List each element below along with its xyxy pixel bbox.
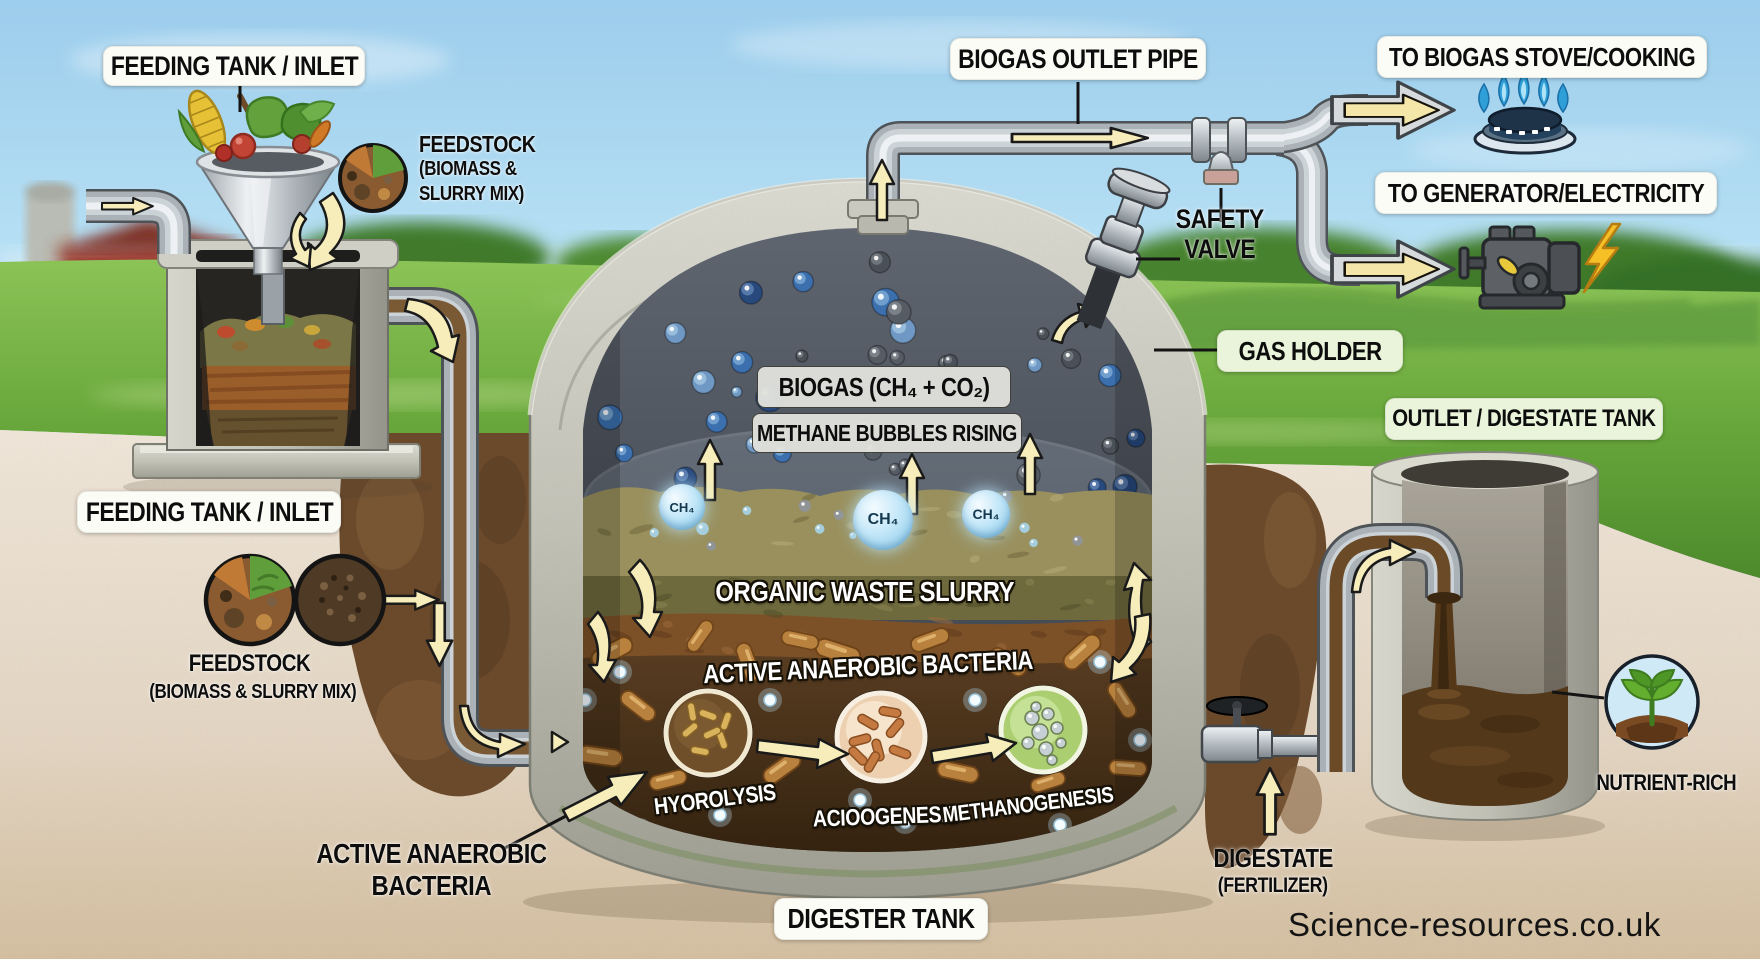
label-active-bacteria-callout: ACTIVE ANAEROBIC BACTERIA [316,838,547,901]
safety-valve-icon [1203,151,1239,185]
soil-patch-right [1204,464,1327,869]
process-circles [663,685,1088,784]
label-gas-holder: GAS HOLDER [1217,330,1403,372]
gas-holder-valve-icon [1076,167,1171,330]
label-feedstock-top-line2: SLURRY MIX) [419,183,524,205]
label-digester-tank: DIGESTER TANK [774,898,988,940]
vegetables-icon [177,89,336,162]
feedstock-photo-slurry [293,553,387,647]
hydrolysis-circle [663,688,753,778]
label-safety-valve: SAFETY VALVE [1175,204,1264,264]
feedstock-photo-biomass [203,553,297,647]
flow-arrows [100,126,1417,836]
acidogenesis-circle [834,690,928,784]
ch4-bubble: CH₄ [659,484,705,530]
watermark: Science-resources.co.uk [1288,906,1661,943]
label-methane-bubbles: METHANE BUBBLES RISING [752,413,1022,453]
digestate-pipe [1336,542,1461,772]
feeding-tank-waste [196,266,360,446]
flame-icons [1478,70,1569,114]
funnel-icon [195,145,341,275]
flow-arrow [929,732,1018,765]
label-nutrient-rich: NUTRIENT-RICH [1596,770,1736,795]
flow-arrow [755,737,850,770]
label-feedstock-top-line1: (BIOMASS & [419,158,517,180]
generator-icon [1458,225,1581,310]
label-outlet-digestate-tank: OUTLET / DIGESTATE TANK [1385,398,1663,440]
label-feedstock-top-title: FEEDSTOCK [419,131,536,157]
lightning-icon [1582,222,1622,294]
label-feeding-tank-inlet-top: FEEDING TANK / INLET [103,46,365,86]
label-digestate-fertilizer: DIGESTATE (FERTILIZER) [1213,843,1333,897]
pointer-lines [238,82,1605,850]
feedstock-photo-top [338,143,408,213]
label-organic-waste-slurry: ORGANIC WASTE SLURRY [715,576,1015,607]
digestate-valve-icon [1200,696,1323,764]
plant-icon [1604,654,1700,750]
digester-tank [527,177,1208,900]
feeding-tank [132,89,421,479]
label-biogas-formula: BIOGAS (CH₄ + CO₂) [757,366,1011,408]
ch4-bubble: CH₄ [962,490,1010,538]
label-feedstock-lower-subtitle: (BIOMASS & SLURRY MIX) [149,681,356,703]
label-feedstock-lower-title: FEEDSTOCK [189,650,311,677]
label-biogas-outlet-pipe: BIOGAS OUTLET PIPE [950,38,1206,80]
methanogenesis-circle [998,685,1088,775]
outlet-digestate-tank [1371,451,1599,822]
digestate-contents [1402,685,1568,806]
label-feeding-tank-inlet-lower: FEEDING TANK / INLET [77,491,341,533]
label-to-biogas-stove: TO BIOGAS STOVE/COOKING [1377,36,1707,78]
label-to-generator: TO GENERATOR/ELECTRICITY [1375,172,1717,214]
bacteria-rods [583,619,1148,793]
stove-burner-icon [1473,70,1577,155]
ch4-bubble: CH₄ [853,490,913,550]
